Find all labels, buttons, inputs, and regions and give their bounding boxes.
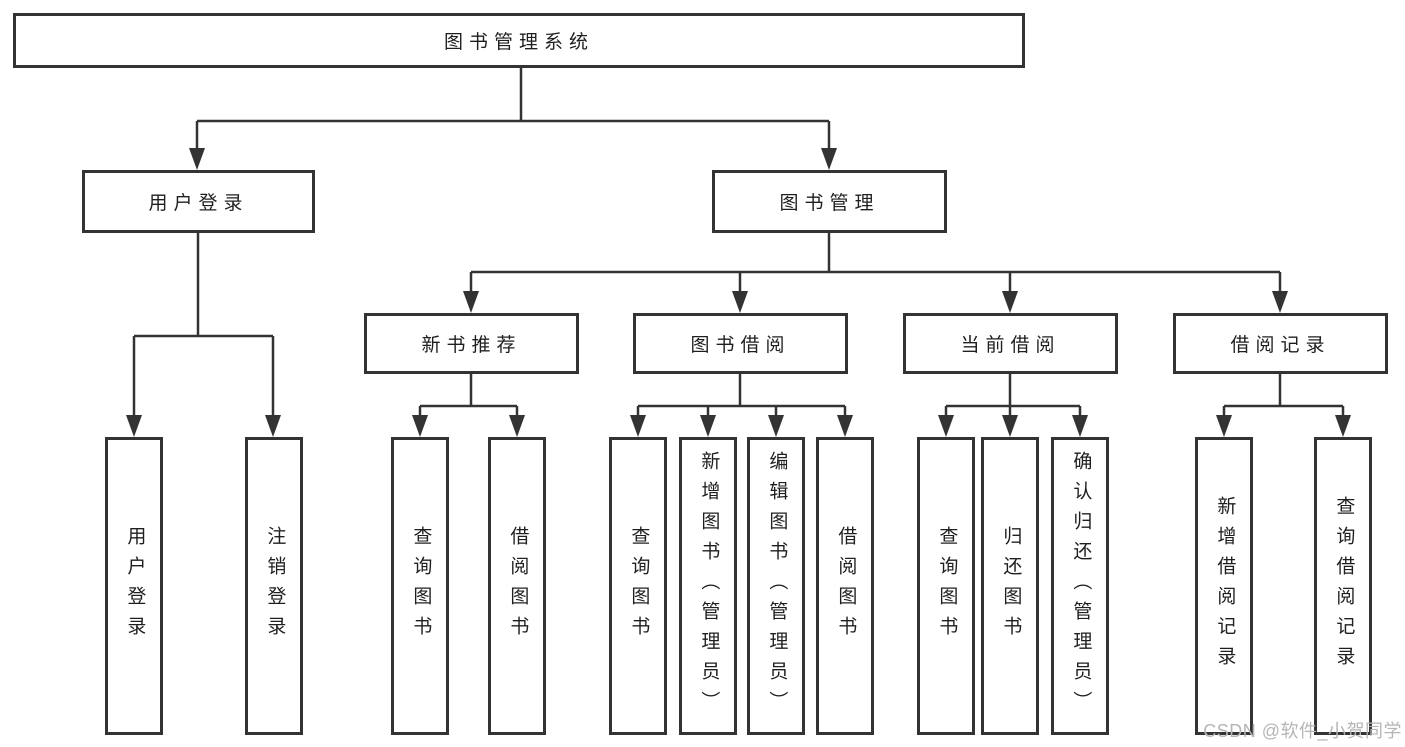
node-label: 新增借阅记录	[1214, 496, 1236, 676]
leaf-confirm-return-admin: 确认归还（管理员）	[1051, 437, 1109, 735]
leaf-query-books-current: 查询图书	[917, 437, 975, 735]
leaf-borrow-books-recommend: 借阅图书	[488, 437, 546, 735]
node-borrowing-records: 借阅记录	[1173, 313, 1388, 374]
node-label: 编辑图书（管理员）	[766, 451, 788, 721]
node-label: 用户登录	[148, 193, 249, 214]
leaf-add-borrow-record: 新增借阅记录	[1195, 437, 1253, 735]
node-label: 当前借阅	[960, 335, 1061, 356]
node-label: 图书管理	[779, 193, 880, 214]
node-label: 新书推荐	[421, 335, 522, 356]
leaf-user-login: 用户登录	[105, 437, 163, 735]
leaf-logout: 注销登录	[245, 437, 303, 735]
node-book-borrowing: 图书借阅	[633, 313, 848, 374]
watermark: CSDN @软件_小贺同学	[1203, 721, 1402, 741]
arrowheads	[126, 148, 1351, 437]
node-label: 借阅图书	[835, 526, 857, 646]
node-label: 查询借阅记录	[1333, 496, 1355, 676]
node-user-login: 用户登录	[82, 170, 315, 233]
node-label: 归还图书	[1000, 526, 1022, 646]
leaf-edit-books-admin: 编辑图书（管理员）	[747, 437, 805, 735]
node-label: 确认归还（管理员）	[1070, 451, 1092, 721]
node-label: 注销登录	[264, 526, 286, 646]
node-label: 图书管理系统	[443, 32, 594, 53]
node-label: 查询图书	[410, 526, 432, 646]
node-label: 借阅记录	[1230, 335, 1331, 356]
node-label: 用户登录	[124, 526, 146, 646]
leaf-add-books-admin: 新增图书（管理员）	[679, 437, 737, 735]
node-library-management-system: 图书管理系统	[13, 13, 1025, 68]
node-label: 查询图书	[936, 526, 958, 646]
node-book-management: 图书管理	[712, 170, 947, 233]
node-label: 新增图书（管理员）	[698, 451, 720, 721]
node-label: 查询图书	[628, 526, 650, 646]
node-current-borrowing: 当前借阅	[903, 313, 1118, 374]
node-label: 借阅图书	[507, 526, 529, 646]
leaf-query-borrow-record: 查询借阅记录	[1314, 437, 1372, 735]
leaf-query-books-recommend: 查询图书	[391, 437, 449, 735]
leaf-query-books-borrowing: 查询图书	[609, 437, 667, 735]
leaf-return-books: 归还图书	[981, 437, 1039, 735]
node-new-book-recommendation: 新书推荐	[364, 313, 579, 374]
node-label: 图书借阅	[690, 335, 791, 356]
leaf-borrow-books-borrowing: 借阅图书	[816, 437, 874, 735]
